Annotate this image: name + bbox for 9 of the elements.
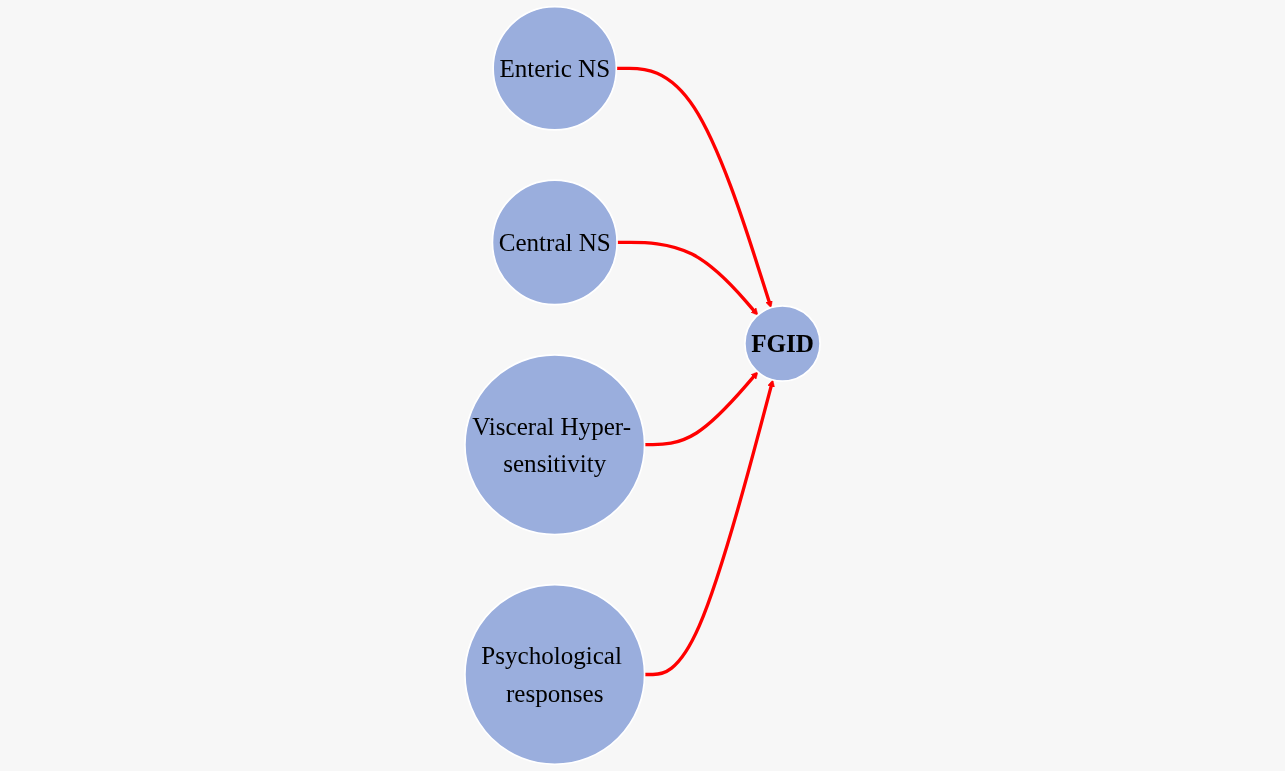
node-circle: Psychological responses — [464, 583, 646, 766]
node-circle: Visceral Hyper- sensitivity — [464, 354, 646, 536]
arrow — [644, 379, 775, 677]
arrow — [617, 240, 759, 316]
node-circle: FGID — [744, 305, 821, 382]
arrow — [616, 66, 773, 309]
node-circle: Enteric NS — [492, 5, 618, 131]
arrow — [644, 371, 759, 447]
node-circle: Central NS — [491, 179, 618, 306]
